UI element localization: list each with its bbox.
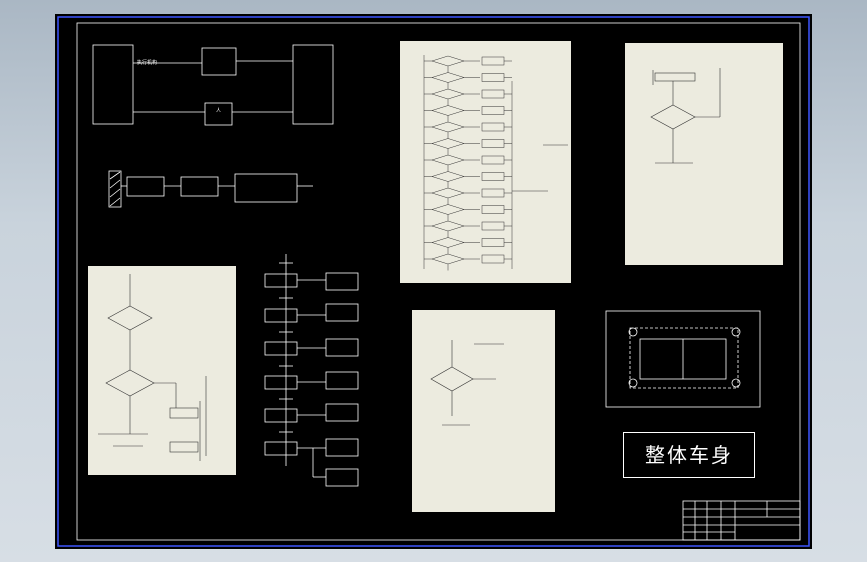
title-block (682, 500, 801, 541)
control-system-diagram (92, 44, 334, 126)
label-execute: 执行机构 (137, 60, 158, 66)
flowchart-panel-center-top (400, 41, 571, 283)
signal-chain-diagram (108, 170, 313, 208)
car-body-layout (605, 310, 761, 408)
flowchart-left (98, 274, 207, 461)
flowchart-panel-center-bottom (412, 310, 555, 512)
inner-border (76, 22, 801, 541)
main-title-box: 整体车身 (623, 432, 755, 478)
step-ladder-diagram (264, 254, 359, 487)
flowchart-panel-left (88, 266, 236, 475)
flowchart-center-bottom (430, 340, 504, 426)
outer-border (57, 16, 810, 547)
drawing-canvas (57, 16, 810, 547)
drawing-sheet: 执行机构 人 整体车身 (55, 14, 812, 549)
flowchart-right (650, 68, 721, 164)
flowchart-decision-chain (423, 55, 568, 271)
flowchart-panel-right (625, 43, 783, 265)
label-human: 人 (216, 108, 222, 114)
